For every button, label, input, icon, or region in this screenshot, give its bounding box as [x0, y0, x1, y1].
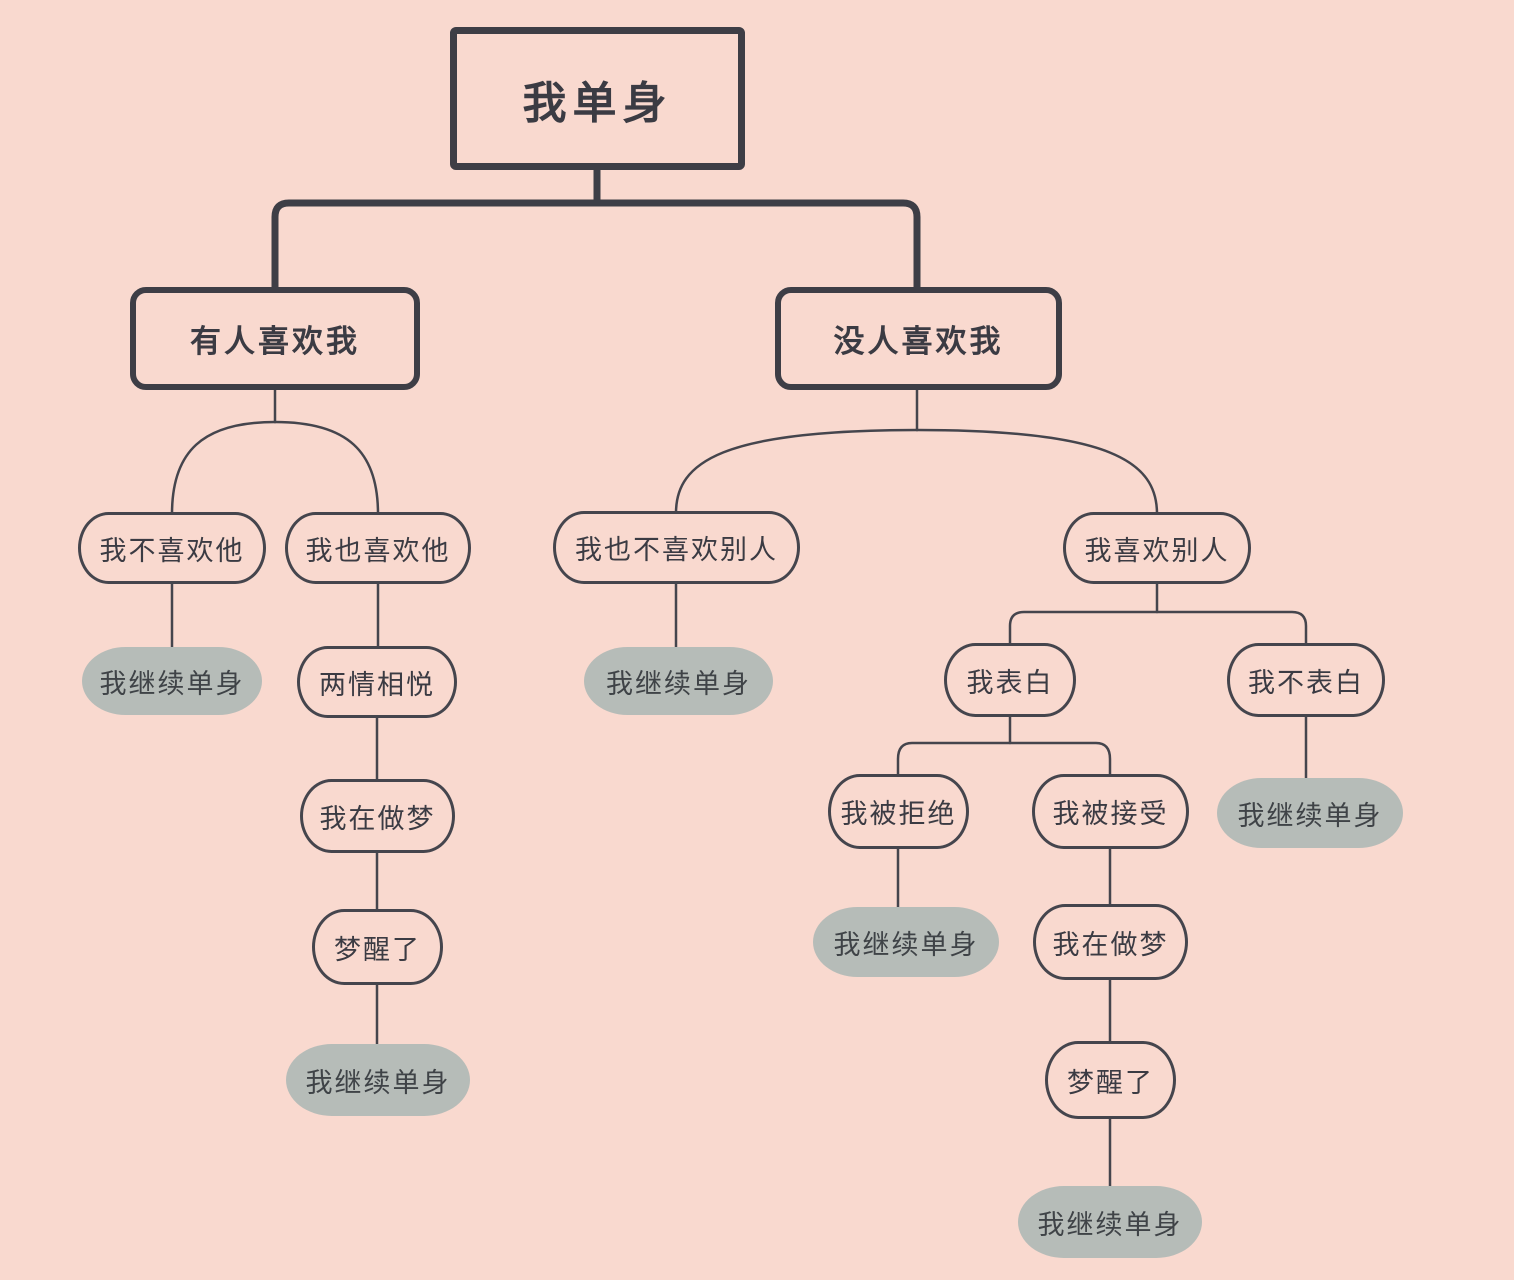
node-i-like-others: 我喜欢别人	[1063, 512, 1251, 584]
node-i-confess: 我表白	[944, 643, 1076, 717]
sub-branch-connectors	[170, 388, 1308, 1190]
node-stay-single-c: 我继续单身	[584, 647, 773, 715]
node-someone-likes-me: 有人喜欢我	[130, 287, 420, 390]
node-accepted: 我被接受	[1032, 774, 1189, 849]
node-i-also-like-him: 我也喜欢他	[285, 512, 471, 584]
node-stay-single-a: 我继续单身	[82, 647, 262, 715]
node-mutual-affection: 两情相悦	[297, 646, 457, 718]
node-dreaming-b: 我在做梦	[1033, 904, 1188, 980]
root-branch-connector	[271, 166, 921, 294]
node-nobody-likes-me: 没人喜欢我	[775, 287, 1062, 390]
node-i-dont-like-him: 我不喜欢他	[78, 512, 266, 584]
node-root: 我单身	[450, 27, 745, 170]
node-stay-single-f: 我继续单身	[1018, 1186, 1202, 1258]
node-stay-single-e: 我继续单身	[813, 907, 999, 977]
node-woke-up-a: 梦醒了	[312, 909, 443, 985]
node-dreaming-a: 我在做梦	[300, 779, 455, 853]
node-stay-single-d: 我继续单身	[1217, 778, 1403, 848]
node-rejected: 我被拒绝	[828, 774, 969, 849]
node-woke-up-b: 梦醒了	[1045, 1041, 1176, 1119]
node-i-dont-confess: 我不表白	[1227, 643, 1385, 717]
node-stay-single-b: 我继续单身	[286, 1044, 470, 1116]
node-i-also-dont-like-others: 我也不喜欢别人	[553, 511, 800, 584]
